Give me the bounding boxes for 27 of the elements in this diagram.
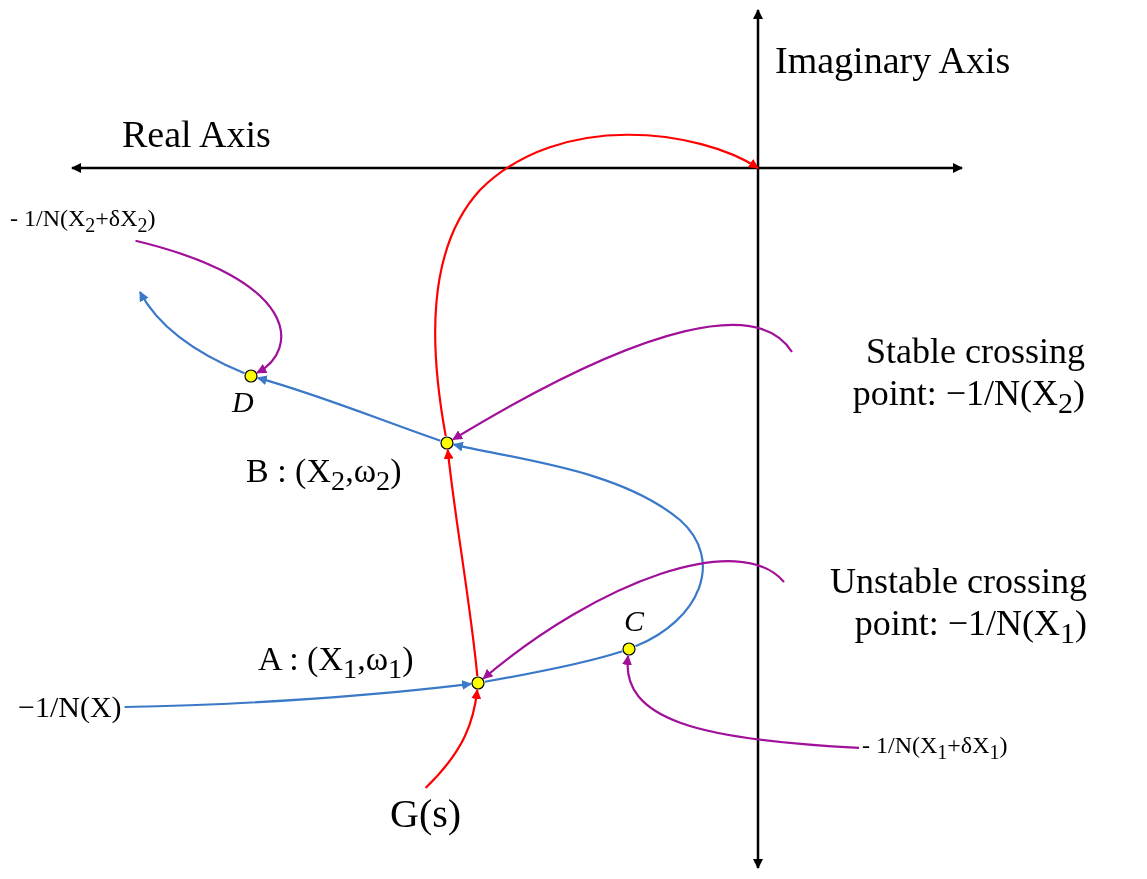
curve-arrow [443,448,479,677]
point-label: B : (X$_{2}$,ω$_{2}$) [246,452,402,497]
crossing-point [471,676,485,690]
point-label: A : (X$_{1}$,ω$_{1}$) [258,640,414,685]
curve-arrow [135,239,283,374]
curve-label: - 1/N(X$_{2}$+δX$_{2}$) [10,205,156,237]
axis-label: Imaginary Axis [775,38,1011,82]
axis-label: Real Axis [122,112,271,156]
curve-label: - 1/N(X$_{1}$+δX$_{1}$) [862,732,1008,764]
curve-arrow [139,291,245,375]
curve-arrow [482,560,785,680]
point-label: C [624,604,644,638]
point-label: D [232,385,254,419]
crossing-point [622,642,636,656]
crossing-point [440,436,454,450]
curve-arrow [256,375,441,442]
curve-arrow [452,441,704,648]
crossing-point [244,369,258,383]
curve-label: Unstable crossing point: −1/N(X$_{1}$) [787,560,1087,651]
curve-label: G(s) [390,790,462,837]
curve-label: Stable crossing point: −1/N(X$_{2}$) [795,330,1085,421]
curve-arrow [623,654,860,749]
curve-arrow [452,323,793,441]
curve-label: −1/N(X) [18,690,122,724]
curve-arrow [124,679,473,709]
curve-arrow [434,133,759,437]
curve-arrow [424,688,482,789]
